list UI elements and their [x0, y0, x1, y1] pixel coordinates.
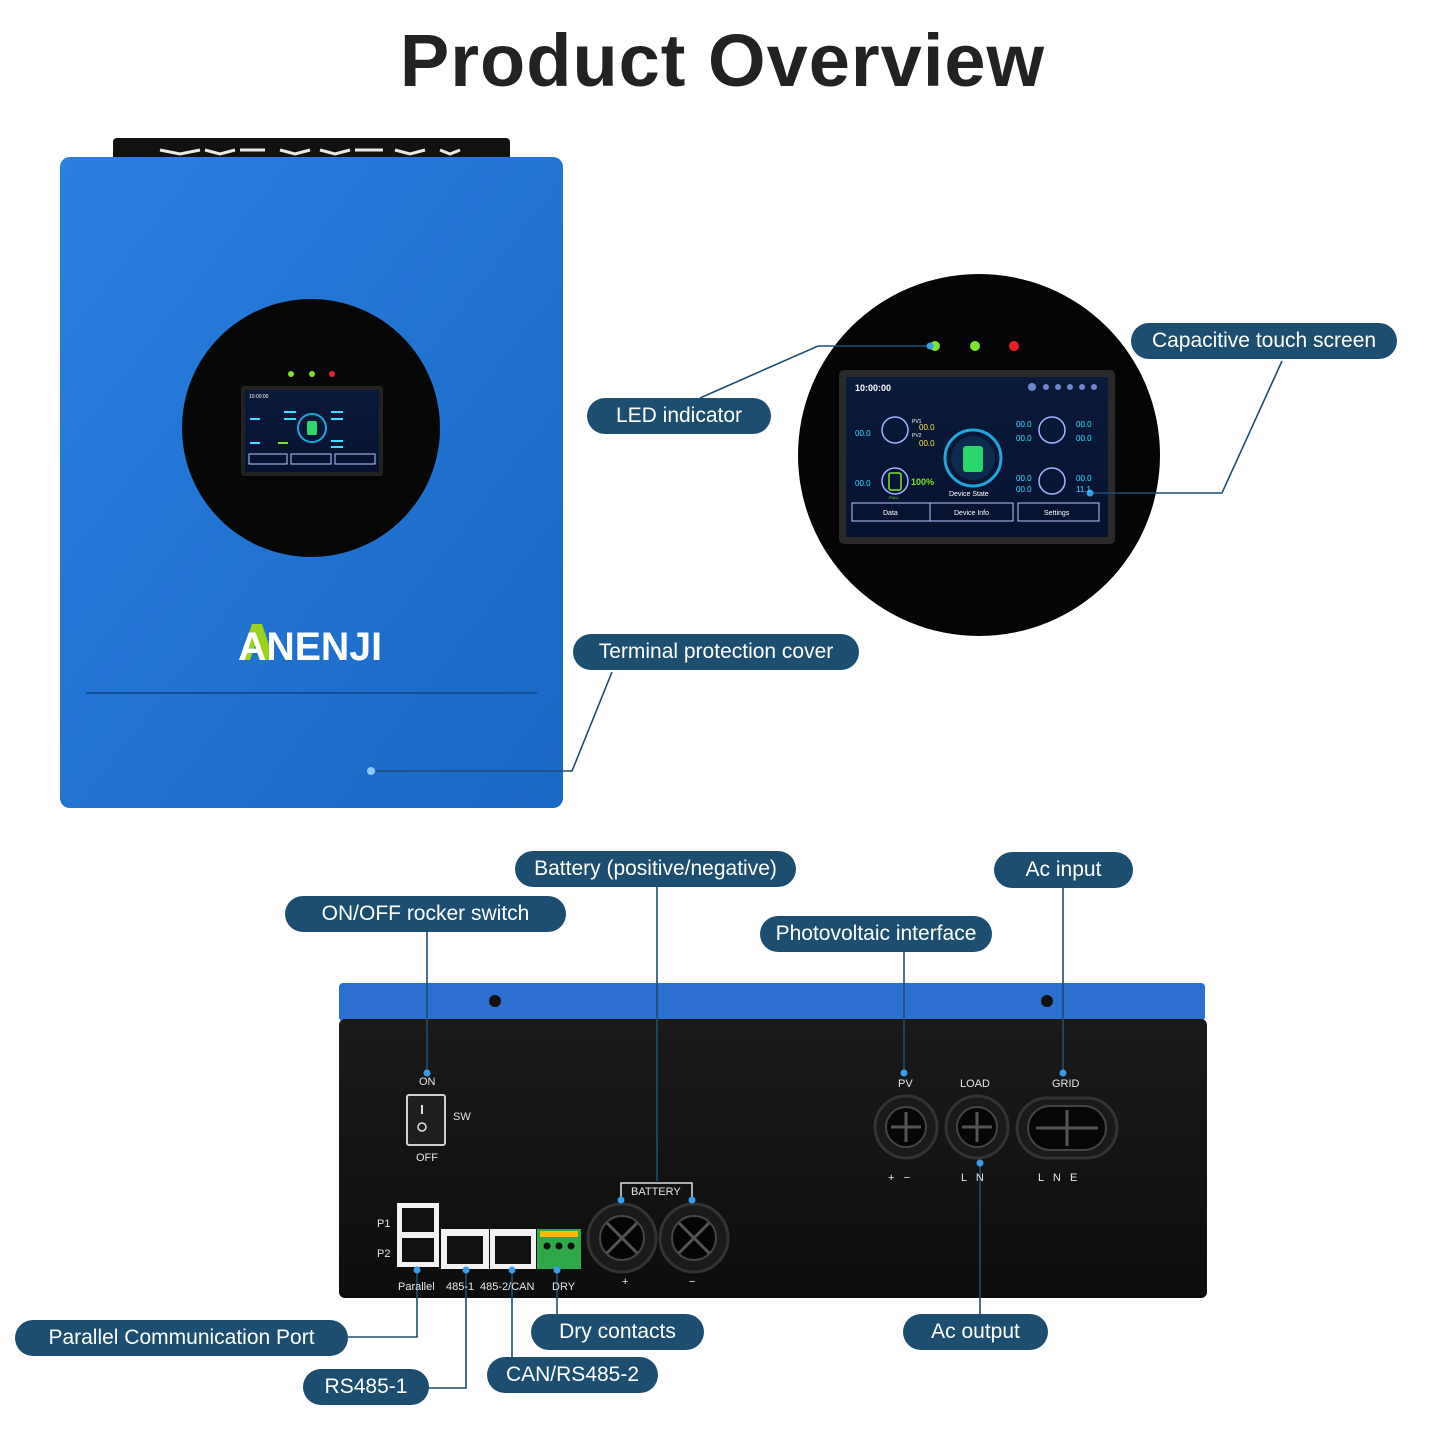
screen-pv2-value: 00.0: [919, 439, 935, 448]
home-load-icon: [1038, 467, 1066, 495]
label-battery-minus: −: [689, 1276, 695, 1288]
callout-on-off-rocker-switch: ON/OFF rocker switch: [285, 896, 566, 932]
label-p1: P1: [377, 1218, 390, 1230]
screen-battery-percent: 100%: [911, 477, 934, 487]
led-green-icon: [930, 341, 940, 351]
label-off: OFF: [416, 1152, 438, 1164]
callout-terminal-protection-cover: Terminal protection cover: [573, 634, 859, 670]
leader-dots: [413, 342, 1094, 1274]
screen-grid-value-1: 00.0: [1016, 420, 1032, 429]
screen-load-right-2: 11.1: [1076, 485, 1092, 494]
solar-panel-icon: [881, 416, 909, 444]
battery-terminals: [586, 1202, 730, 1274]
screen-battery-full: FULL: [889, 495, 900, 500]
screen-tab-data: Data: [883, 510, 898, 517]
battery-icon: [881, 467, 909, 495]
label-on: ON: [419, 1076, 436, 1088]
label-485-1: 485-1: [446, 1281, 474, 1293]
callout-photovoltaic-interface: Photovoltaic interface: [760, 916, 992, 952]
label-pv: PV: [898, 1078, 913, 1090]
screen-load-value-1: 00.0: [1016, 474, 1032, 483]
screen-grid-right-1: 00.0: [1076, 420, 1092, 429]
callout-led-indicator: LED indicator: [587, 398, 771, 434]
screen-load-value-2: 00.0: [1016, 485, 1032, 494]
label-grid-polarity: L N E: [1038, 1172, 1077, 1184]
callout-ac-input: Ac input: [994, 852, 1133, 888]
screen-battery-voltage: 00.0: [855, 479, 871, 488]
screen-detail-zoom: [798, 274, 1160, 636]
callout-ac-output: Ac output: [903, 1314, 1048, 1350]
screen-pv2-label: PV2: [912, 433, 922, 439]
callout-capacitive-touch-screen: Capacitive touch screen: [1131, 323, 1397, 359]
led-green-icon: [288, 371, 294, 377]
page-title: Product Overview: [399, 19, 1046, 102]
label-parallel: Parallel: [398, 1281, 435, 1293]
callout-can-rs485-2: CAN/RS485-2: [487, 1357, 658, 1393]
small-screen-time: 10:00:00: [249, 394, 269, 400]
screen-pv1-value: 00.0: [919, 423, 935, 432]
label-p2: P2: [377, 1248, 390, 1260]
led-green-icon: [970, 341, 980, 351]
inverter-front: [60, 138, 563, 808]
screen-tab-device-info: Device Info: [954, 510, 989, 517]
screen-center-label: Device State: [949, 491, 989, 498]
screen-tab-settings: Settings: [1044, 510, 1070, 517]
screen-pv-total: 00.0: [855, 429, 871, 438]
rocker-switch: [406, 1094, 446, 1146]
label-battery-plus: +: [622, 1276, 628, 1288]
label-485-2-can: 485-2/CAN: [480, 1281, 534, 1293]
leader-lines: [348, 345, 1283, 1389]
brand-logo: [240, 624, 274, 660]
inverter-bottom: [339, 983, 1207, 1298]
label-pv-polarity: + −: [888, 1172, 910, 1184]
led-green-icon: [309, 371, 315, 377]
label-grid: GRID: [1052, 1078, 1080, 1090]
label-load-polarity: L N: [961, 1172, 984, 1184]
screen-load-right-1: 00.0: [1076, 474, 1092, 483]
label-dry: DRY: [552, 1281, 576, 1293]
led-red-icon: [329, 371, 335, 377]
callout-dry-contacts: Dry contacts: [531, 1314, 704, 1350]
label-sw: SW: [453, 1111, 471, 1123]
callout-rs485-1: RS485-1: [303, 1369, 429, 1405]
screen-pv1-label: PV1: [912, 419, 922, 425]
screen-grid-right-2: 00.0: [1076, 434, 1092, 443]
label-battery: BATTERY: [631, 1186, 681, 1198]
brand-name: ANENJI: [238, 625, 382, 669]
screen-grid-value-2: 00.0: [1016, 434, 1032, 443]
callout-battery: Battery (positive/negative): [515, 851, 796, 887]
screen-time: 10:00:00: [855, 383, 891, 393]
led-red-icon: [1009, 341, 1019, 351]
callout-parallel-communication-port: Parallel Communication Port: [15, 1320, 348, 1356]
grid-tower-icon: [1038, 416, 1066, 444]
label-load: LOAD: [960, 1078, 990, 1090]
